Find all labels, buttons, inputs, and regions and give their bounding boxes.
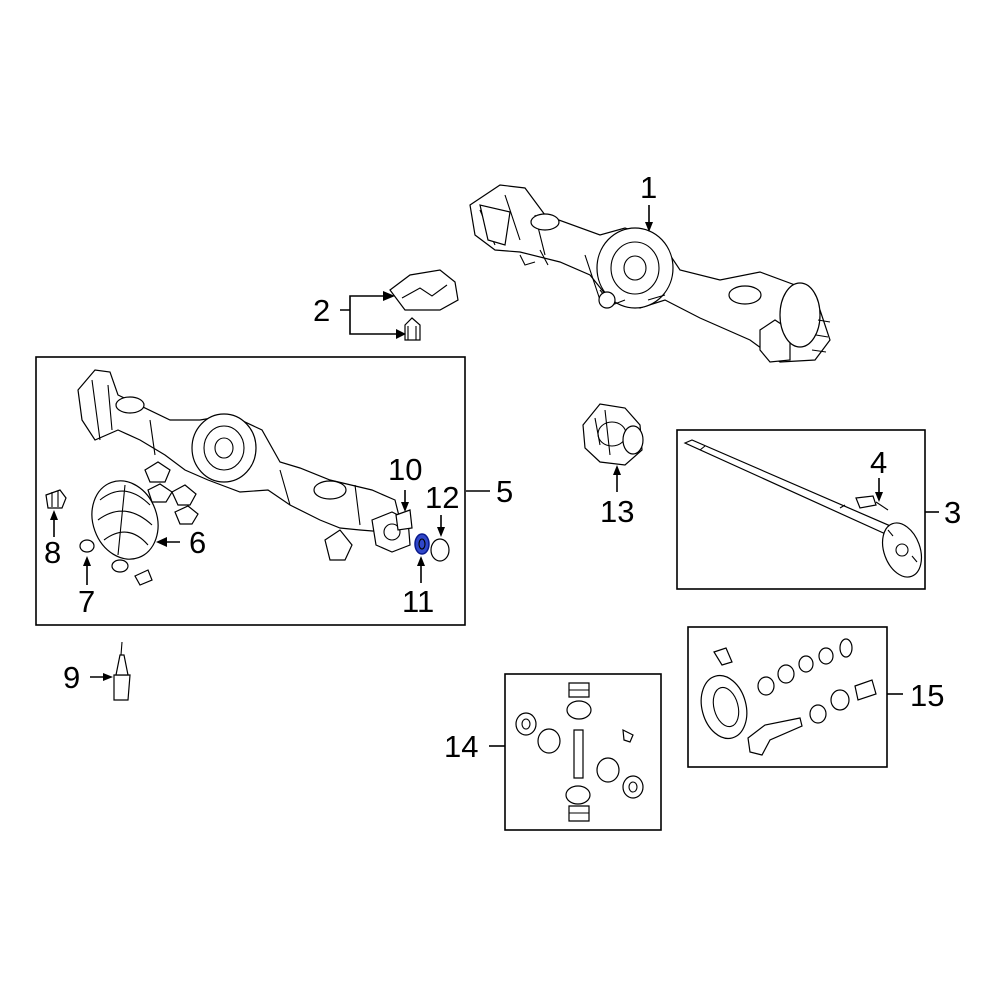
callout-labels: 1 2 3 4 5 6 7 8 9 10 11 12 13 14 15 [44, 170, 961, 764]
bearing-caps-illustration [144, 461, 199, 525]
callout-10: 10 [388, 452, 422, 487]
callout-9: 9 [63, 660, 80, 695]
leader-lines [50, 205, 939, 747]
callout-1: 1 [640, 170, 657, 205]
callout-8: 8 [44, 535, 61, 570]
fitting-8-illustration [45, 489, 67, 509]
callout-6: 6 [189, 525, 206, 560]
callout-13: 13 [600, 494, 634, 529]
callout-5: 5 [496, 474, 513, 509]
callout-11: 11 [402, 584, 434, 619]
callout-2: 2 [313, 293, 330, 328]
callout-12: 12 [425, 480, 459, 515]
axle-assembly-illustration [469, 184, 831, 363]
highlighted-seal-11 [414, 533, 430, 555]
seal-parts-illustration [395, 509, 450, 562]
sealant-tube-illustration [113, 641, 131, 701]
axle-housing-illustration [77, 369, 411, 561]
vent-bracket-illustration [389, 269, 459, 341]
axle-shaft-box [676, 429, 926, 590]
callout-15: 15 [910, 678, 944, 713]
callout-4: 4 [870, 445, 887, 480]
diff-cover-illustration [91, 480, 159, 560]
diff-gear-kit-box [504, 673, 662, 831]
callout-3: 3 [944, 495, 961, 530]
ring-pinion-kit-box [687, 626, 888, 768]
axle-shaft-illustration [683, 439, 923, 578]
callout-7: 7 [78, 584, 95, 619]
diff-gear-kit-illustration [515, 682, 644, 822]
callout-14: 14 [444, 729, 478, 764]
ring-pinion-kit-illustration [700, 638, 877, 756]
housing-parts-box [35, 356, 466, 626]
plug-illustration [79, 539, 153, 586]
differential-case-illustration [582, 403, 644, 466]
